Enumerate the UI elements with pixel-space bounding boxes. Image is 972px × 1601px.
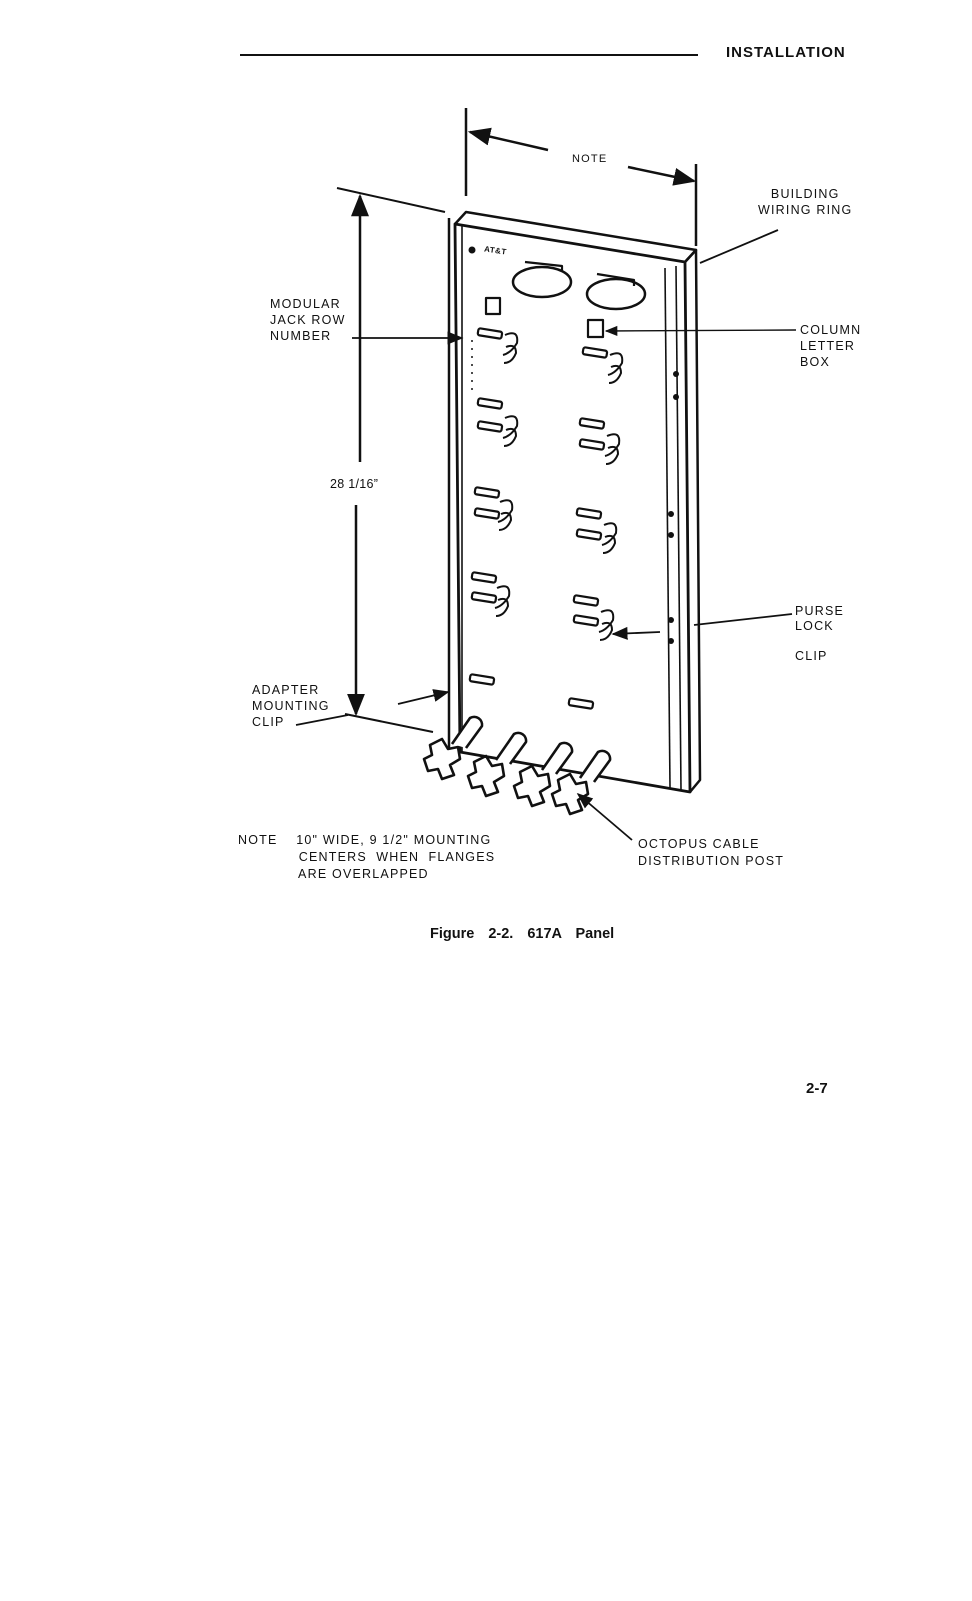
octopus-post-2: [466, 754, 506, 798]
wiring-ring-2: [585, 277, 647, 311]
label-octopus-cable: OCTOPUS CABLE DISTRIBUTION POST: [638, 837, 785, 868]
section-title: INSTALLATION: [726, 44, 846, 61]
width-arrow-left: [467, 127, 549, 152]
leader-adapter-clip: [295, 714, 349, 726]
label-height-dimension: 28 1/16”: [330, 477, 379, 491]
leader-building-ring: [699, 229, 779, 264]
column-letter-box-2: [586, 318, 605, 339]
label-column-letter-box: COLUMN LETTER BOX: [800, 323, 862, 369]
octopus-post-3: [512, 764, 552, 808]
panel-illustration: [295, 108, 797, 841]
height-ext-bottom: [344, 713, 434, 733]
header-rule: [240, 54, 698, 56]
panel-side: [684, 248, 702, 793]
label-modular-jack-row-number: MODULAR JACK ROW NUMBER: [270, 297, 346, 343]
label-logo: AT&T: [483, 244, 508, 257]
label-note-top: NOTE: [572, 153, 608, 165]
octopus-post-4: [550, 772, 590, 816]
leader-octopus: [576, 792, 633, 841]
octopus-post-1: [422, 737, 462, 781]
figure-caption: Figure 2-2. 617A Panel: [430, 926, 615, 942]
wiring-ring-1: [511, 265, 573, 299]
height-ext-top: [336, 187, 446, 213]
page-number: 2-7: [806, 1080, 828, 1097]
width-arrow-right: [627, 165, 697, 186]
leader-purse-lock: [693, 613, 793, 626]
label-note-text: NOTE 10" WIDE, 9 1/2" MOUNTING CENTERS W…: [238, 833, 496, 881]
label-adapter-mounting-clip: ADAPTER MOUNTING CLIP: [252, 683, 330, 729]
label-building-wiring-ring: BUILDING WIRING RING: [758, 187, 853, 217]
leader-column-box: [604, 325, 797, 336]
label-purse-lock-clip: PURSE LOCK CLIP: [795, 604, 845, 663]
column-letter-box-1: [484, 296, 502, 316]
